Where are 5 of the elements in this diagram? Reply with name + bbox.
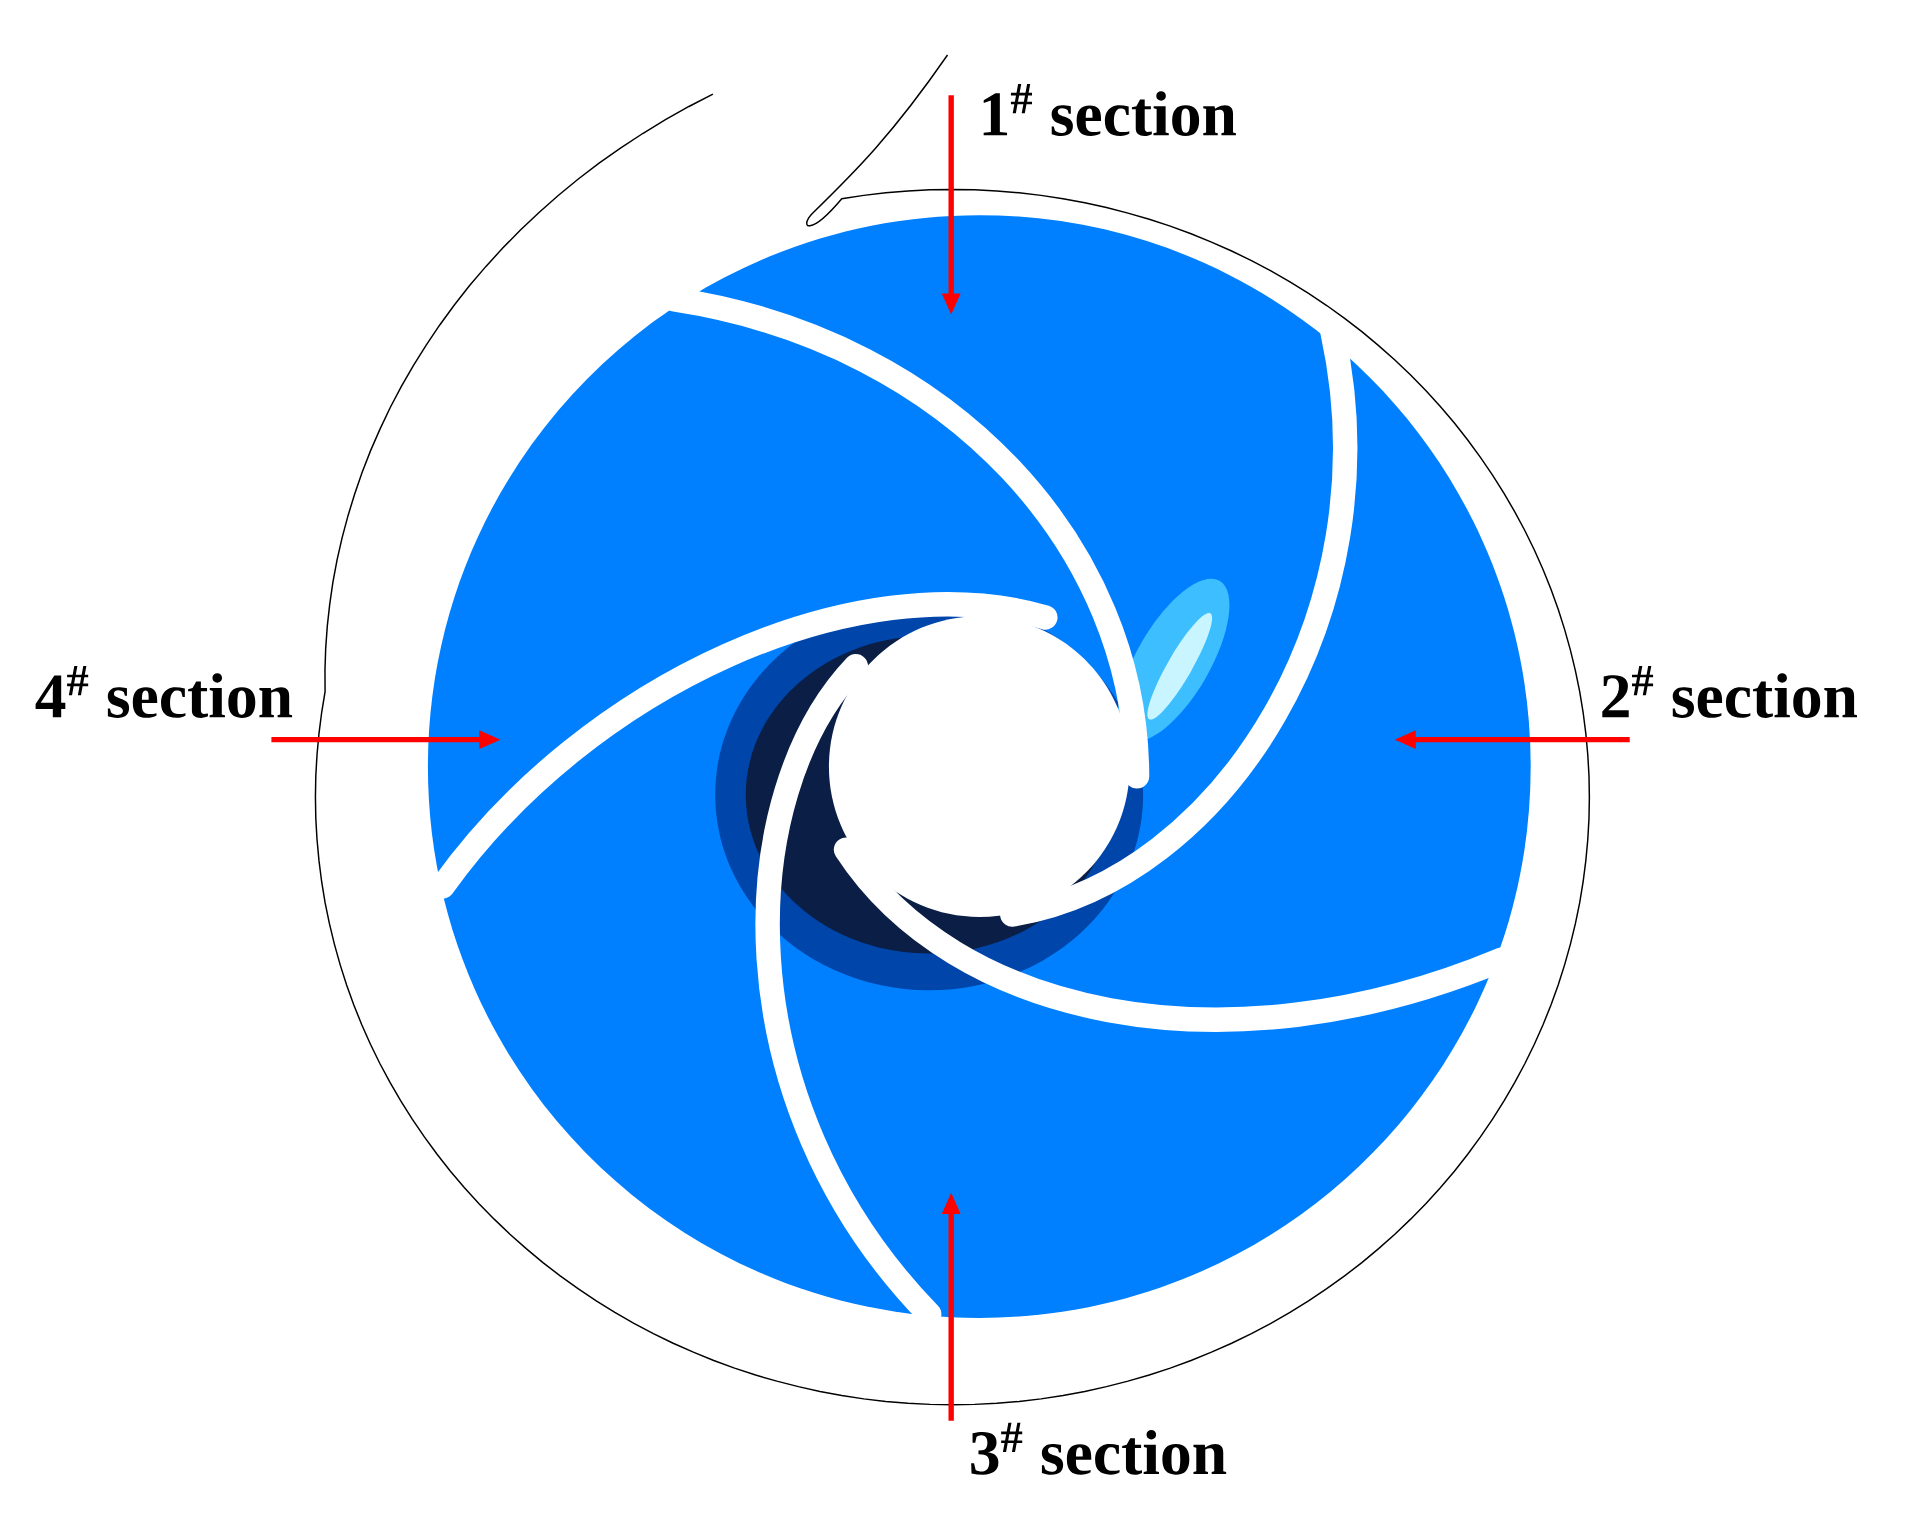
section-label: 4$^{#}$ section <box>35 666 293 718</box>
impeller-drawing <box>314 54 1591 1406</box>
section-label: 2$^{#}$ section <box>1602 666 1857 718</box>
section-label: 3$^{#}$ section <box>971 1422 1227 1475</box>
section-label: 1$^{#}$ section <box>983 84 1236 136</box>
